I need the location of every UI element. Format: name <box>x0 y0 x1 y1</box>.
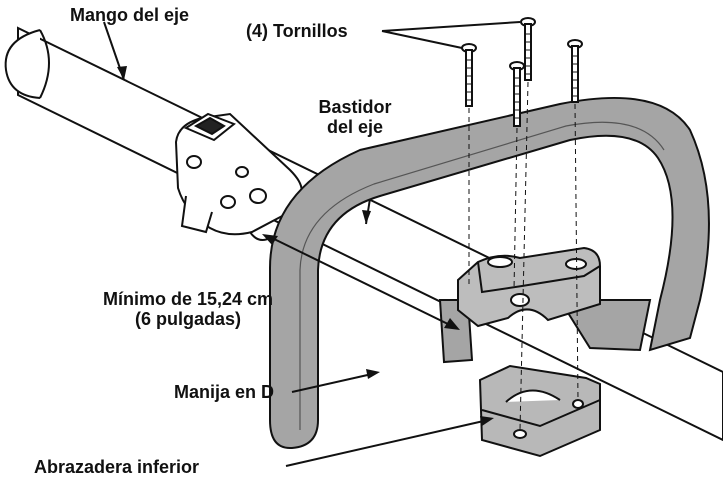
screws <box>461 17 583 127</box>
lower-clamp-label: Abrazadera inferior <box>34 457 200 477</box>
d-handle-label: Manija en D <box>174 382 275 402</box>
screws-pointer <box>381 21 521 32</box>
lower-clamp-pointer <box>285 419 489 467</box>
screws-label: (4) Tornillos <box>246 21 348 41</box>
shaft-housing-label-line1: Bastidor <box>318 97 392 117</box>
screw <box>520 17 536 81</box>
screw <box>461 43 477 107</box>
throttle-housing <box>174 112 303 241</box>
minimum-distance-label-line1: Mínimo de 15,24 cm <box>102 289 274 309</box>
shaft-handle-label: Mango del eje <box>70 5 190 25</box>
screw <box>567 39 583 103</box>
shaft-housing-label-line2: del eje <box>326 116 384 137</box>
minimum-distance-label: Mínimo de 15,24 cm (6 pulgadas) <box>72 289 304 330</box>
minimum-distance-label-line2: (6 pulgadas) <box>134 308 241 329</box>
shaft-housing-label: Bastidor del eje <box>300 97 410 138</box>
screws-pointer <box>381 30 463 49</box>
alignment-lines <box>468 81 579 431</box>
d-handle-pointer <box>291 373 373 393</box>
minimum-distance-line <box>269 236 453 327</box>
upper-clamp <box>457 246 601 328</box>
shaft <box>4 26 723 442</box>
screw <box>509 61 525 127</box>
lower-clamp <box>478 364 601 458</box>
